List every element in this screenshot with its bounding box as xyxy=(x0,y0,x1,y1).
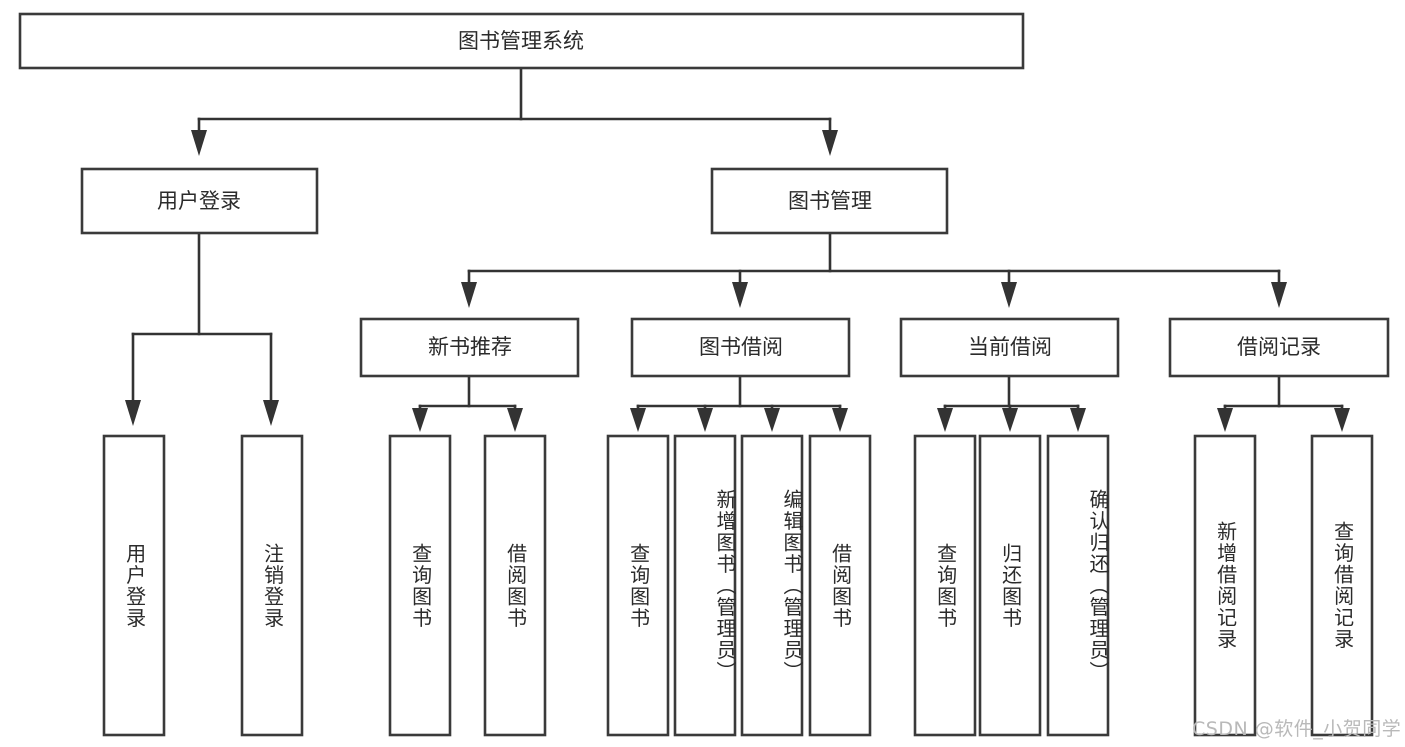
leaf-add-record-box[interactable] xyxy=(1193,434,1257,737)
node-current-borrow-box[interactable] xyxy=(899,317,1120,378)
arrow-head-leaf-edit-book xyxy=(764,408,780,432)
leaf-borrow-book-1-box[interactable] xyxy=(483,434,547,737)
arrow-head-leaf-confirm-return xyxy=(1070,408,1086,432)
leaf-query-book-3-box[interactable] xyxy=(913,434,977,737)
connector-group-current-borrow xyxy=(937,374,1086,432)
leaf-boxes xyxy=(102,434,1374,737)
leaf-add-book-box[interactable] xyxy=(673,434,737,737)
node-borrow-record-label: 借阅记录 xyxy=(1237,335,1321,359)
node-user-login-box[interactable] xyxy=(80,167,319,235)
node-root-label: 图书管理系统 xyxy=(458,29,584,53)
node-borrow-record-box[interactable] xyxy=(1168,317,1390,378)
arrow-head-current-borrow xyxy=(1001,282,1017,308)
arrow-head-leaf-return-book xyxy=(1002,408,1018,432)
node-borrow-record[interactable]: 借阅记录 xyxy=(1168,317,1390,378)
node-new-book-recommend-label: 新书推荐 xyxy=(428,335,512,359)
arrow-head-leaf-query-book-1 xyxy=(412,408,428,432)
node-book-borrow-box[interactable] xyxy=(630,317,851,378)
csdn-watermark: CSDN @软件_小贺同学 xyxy=(1192,718,1402,740)
node-current-borrow-label: 当前借阅 xyxy=(968,335,1052,359)
node-root-box[interactable] xyxy=(18,12,1025,70)
node-current-borrow[interactable]: 当前借阅 xyxy=(899,317,1120,378)
leaf-query-record-box[interactable] xyxy=(1310,434,1374,737)
arrow-head-leaf-query-book-2 xyxy=(630,408,646,432)
leaf-logout-login-box[interactable] xyxy=(240,434,304,737)
leaf-confirm-return-box[interactable] xyxy=(1046,434,1110,737)
node-book-borrow-label: 图书借阅 xyxy=(699,335,783,359)
node-book-management-label: 图书管理 xyxy=(788,189,872,213)
leaf-query-book-1-box[interactable] xyxy=(388,434,452,737)
arrow-head-borrow-record xyxy=(1271,282,1287,308)
leaf-edit-book-box[interactable] xyxy=(740,434,804,737)
connector-group-book-borrow xyxy=(630,374,848,432)
node-book-management[interactable]: 图书管理 xyxy=(710,167,949,235)
arrow-head-book-borrow xyxy=(732,282,748,308)
connector-group-borrow-record xyxy=(1217,374,1350,432)
node-new-book-recommend-box[interactable] xyxy=(359,317,580,378)
connector-group-book-mgmt xyxy=(461,231,1287,308)
arrow-head-user-login xyxy=(191,130,207,156)
arrow-head-leaf-logout-login xyxy=(263,400,279,426)
leaf-user-login-box[interactable] xyxy=(102,434,166,737)
arrow-head-leaf-add-book xyxy=(697,408,713,432)
arrow-head-leaf-query-record xyxy=(1334,408,1350,432)
leaf-borrow-book-2-box[interactable] xyxy=(808,434,872,737)
node-book-borrow[interactable]: 图书借阅 xyxy=(630,317,851,378)
node-book-management-box[interactable] xyxy=(710,167,949,235)
arrow-head-book-mgmt xyxy=(822,130,838,156)
arrow-head-leaf-user-login xyxy=(125,400,141,426)
arrow-head-new-book-recommend xyxy=(461,282,477,308)
arrow-head-leaf-query-book-3 xyxy=(937,408,953,432)
arrow-head-leaf-borrow-book-2 xyxy=(832,408,848,432)
connector-group-new-book-recommend xyxy=(412,374,523,432)
node-user-login[interactable]: 用户登录 xyxy=(80,167,319,235)
node-user-login-label: 用户登录 xyxy=(157,189,241,213)
connector-group-user-login xyxy=(125,231,279,426)
node-root[interactable]: 图书管理系统 xyxy=(18,12,1025,70)
arrow-head-leaf-borrow-book-1 xyxy=(507,408,523,432)
node-new-book-recommend[interactable]: 新书推荐 xyxy=(359,317,580,378)
connector-group-root xyxy=(191,66,838,156)
arrow-head-leaf-add-record xyxy=(1217,408,1233,432)
leaf-query-book-2-box[interactable] xyxy=(606,434,670,737)
leaf-return-book-box[interactable] xyxy=(978,434,1042,737)
